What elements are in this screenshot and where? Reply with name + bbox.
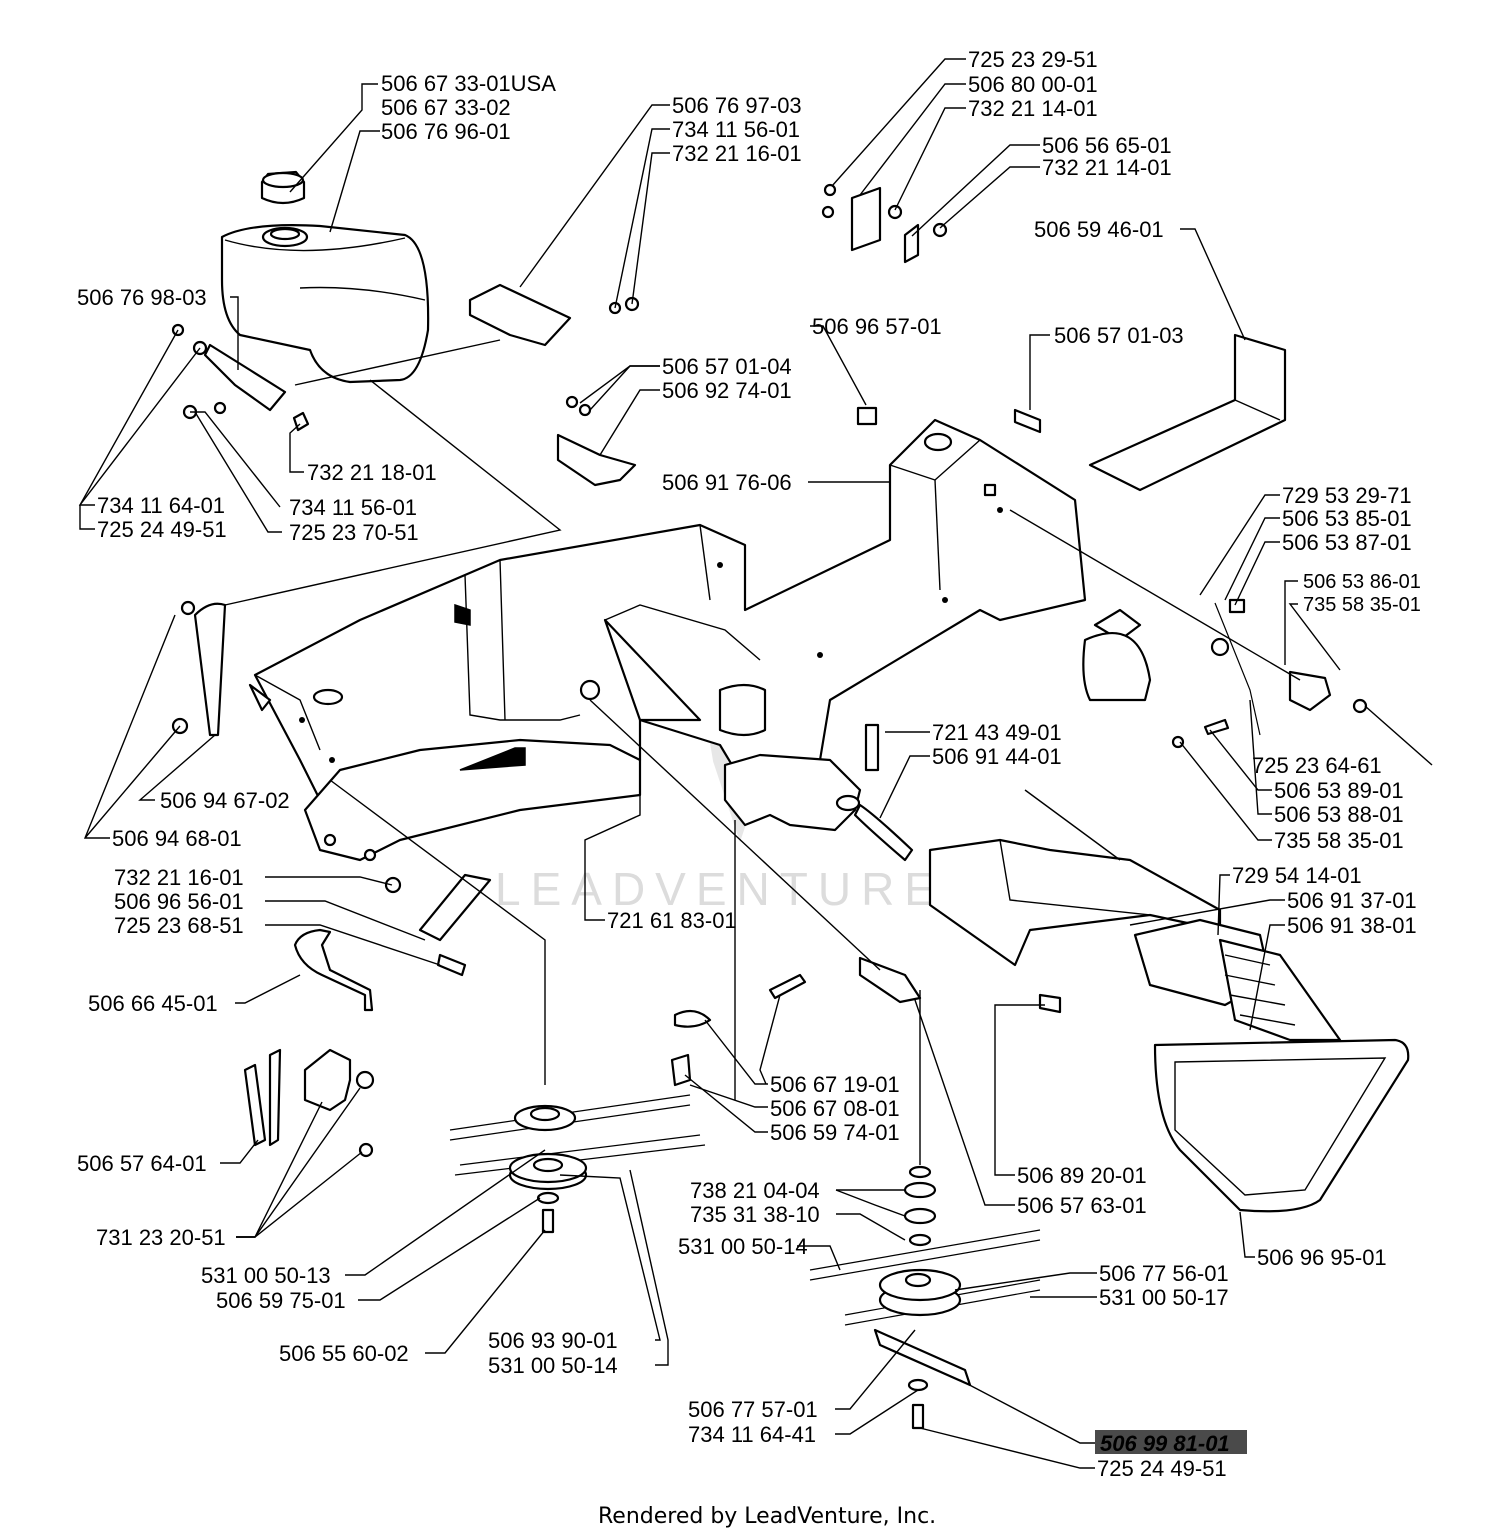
part-number-label: 506 57 01-03 — [1054, 323, 1184, 348]
part-number-label: 506 57 01-04 — [662, 354, 792, 379]
part-number-label: 531 00 50-13 — [201, 1263, 331, 1288]
footrest-plate-part — [1013, 333, 1287, 492]
part-number-label: 506 76 98-03 — [77, 285, 207, 310]
small-block-part — [856, 406, 878, 426]
fuel-cap-part — [260, 170, 306, 205]
part-number-label: 506 67 08-01 — [770, 1096, 900, 1121]
part-number-label: 506 59 74-01 — [770, 1120, 900, 1145]
part-number-label: 732 21 14-01 — [1042, 155, 1172, 180]
part-number-label: 725 23 29-51 — [968, 47, 1098, 72]
part-number-label: 506 57 64-01 — [77, 1151, 207, 1176]
part-number-label: 506 94 67-02 — [160, 788, 290, 813]
usa-suffix: USA — [511, 71, 557, 96]
part-number-label: 738 21 04-04 — [690, 1178, 820, 1203]
part-number-label: 506 80 00-01 — [968, 72, 1098, 97]
front-panel-part — [1153, 1038, 1410, 1213]
tank-bracket-part — [171, 323, 310, 432]
part-number-label: 506 96 56-01 — [114, 889, 244, 914]
part-number-label: 734 11 64-01 — [97, 493, 225, 518]
part-number-label: 506 57 63-01 — [1017, 1193, 1147, 1218]
part-number-label: 506 67 19-01 — [770, 1072, 900, 1097]
part-number-label: 531 00 50-14 — [488, 1353, 618, 1378]
part-number-label: 506 59 75-01 — [216, 1288, 346, 1313]
part-number-label: 506 93 90-01 — [488, 1328, 618, 1353]
part-number-label: 732 21 16-01 — [672, 141, 802, 166]
part-number-label: 725 23 64-61 — [1252, 753, 1382, 778]
part-number-label: 506 96 95-01 — [1257, 1245, 1387, 1270]
footer-credit: Rendered by LeadVenture, Inc. — [598, 1504, 936, 1529]
part-number-label: 506 91 76-06 — [662, 470, 792, 495]
part-number-label: 734 11 56-01 — [672, 117, 800, 142]
part-number-label: 506 67 33-02 — [381, 95, 511, 120]
part-number-label: 506 77 56-01 — [1099, 1261, 1229, 1286]
part-number-label: 506 67 33-01USA — [381, 71, 556, 96]
part-number-label: 506 66 45-01 — [88, 991, 218, 1016]
part-number-label: 506 53 87-01 — [1282, 530, 1412, 555]
part-number-label: 732 21 16-01 — [114, 865, 244, 890]
part-number-label: 506 96 57-01 — [812, 314, 942, 339]
part-number-label: 506 77 57-01 — [688, 1397, 818, 1422]
leader-lines — [78, 58, 1433, 1469]
part-number-label: 506 55 60-02 — [279, 1341, 409, 1366]
lift-lever-part — [243, 928, 375, 1158]
part-number-label: 506 91 44-01 — [932, 744, 1062, 769]
part-number-label: 734 11 56-01 — [289, 495, 417, 520]
part-number-label: 531 00 50-17 — [1099, 1285, 1229, 1310]
part-number-label: 506 59 46-01 — [1034, 217, 1164, 242]
part-number-label: 725 24 49-51 — [1097, 1456, 1227, 1481]
part-number-label: 725 24 49-51 — [97, 517, 227, 542]
top-bracket-part — [821, 183, 948, 264]
part-number-label: 506 92 74-01 — [662, 378, 792, 403]
part-number-label: 506 53 89-01 — [1274, 778, 1404, 803]
rear-tank-bracket-part — [468, 283, 640, 347]
part-number-label: 721 61 83-01 — [607, 908, 737, 933]
part-number-label: 732 21 14-01 — [968, 96, 1098, 121]
main-frame-part — [248, 418, 1230, 832]
part-number-label: 735 58 35-01 — [1274, 828, 1404, 853]
mid-bracket-part — [384, 873, 492, 977]
part-number-label: 725 23 70-51 — [289, 520, 419, 545]
part-number-label: 725 23 68-51 — [114, 913, 244, 938]
part-number-label: 735 58 35-01 — [1303, 594, 1421, 616]
clamp-part — [171, 600, 196, 735]
part-number-label: 531 00 50-14 — [678, 1234, 808, 1259]
part-number-label: 731 23 20-51 — [96, 1225, 226, 1250]
part-number-label: 506 53 85-01 — [1282, 506, 1412, 531]
part-labels: 506 67 33-01USA 506 67 33-02 506 76 96-0… — [77, 47, 1421, 1481]
spring-part — [670, 956, 922, 1087]
watermark-text: LEADVENTURE — [495, 863, 945, 915]
part-number-label: 506 94 68-01 — [112, 826, 242, 851]
highlight-box — [1095, 1430, 1247, 1454]
pulley-left-part — [449, 1094, 706, 1234]
part-number-label: 506 76 97-03 — [672, 93, 802, 118]
pin-part — [864, 723, 880, 772]
part-number-label: 735 31 38-10 — [690, 1202, 820, 1227]
part-number-label: 506 89 20-01 — [1017, 1163, 1147, 1188]
axle-bracket-part — [723, 753, 862, 832]
part-number-label: 506 53 88-01 — [1274, 802, 1404, 827]
part-number-label: 506 91 38-01 — [1287, 913, 1417, 938]
part-number-label: 732 21 18-01 — [307, 460, 437, 485]
fender-cover-part — [928, 838, 1342, 1042]
part-number-label: 734 11 64-41 — [688, 1422, 816, 1447]
part-number-label: 506 76 96-01 — [381, 119, 511, 144]
part-number-label: 506 91 37-01 — [1287, 888, 1417, 913]
part-number-label: 506 53 86-01 — [1303, 571, 1421, 593]
axle-pin-part — [853, 803, 914, 862]
frame-shadow-part — [454, 603, 526, 771]
part-number-label: 729 53 29-71 — [1282, 483, 1412, 508]
fuel-line-part — [193, 602, 227, 737]
part-number-label: 721 43 49-01 — [932, 720, 1062, 745]
highlighted-part-number[interactable]: 506 99 81-01 — [1100, 1431, 1230, 1456]
fuel-tank-part — [220, 224, 430, 384]
pulley-right-part — [809, 1165, 1041, 1430]
part-number-label: 506 56 65-01 — [1042, 133, 1172, 158]
part-number-label: 729 54 14-01 — [1232, 863, 1362, 888]
seat-bracket-part — [556, 395, 637, 487]
